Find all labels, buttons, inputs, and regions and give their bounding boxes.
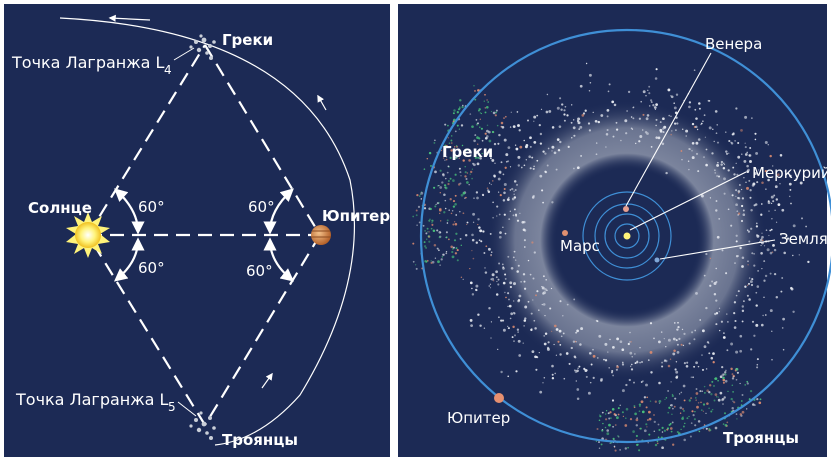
angle-label-1: 60° [138, 198, 165, 216]
l5-subscript: 5 [168, 400, 176, 414]
l5-label: Точка Лагранжа L [15, 390, 169, 409]
left-panel: Солнце Юпитер Греки Троянцы Точка Лагран… [4, 4, 390, 457]
greeks-cluster-left [189, 34, 216, 60]
trojans-label-right: Троянцы [723, 429, 799, 447]
trojans-label-left: Троянцы [222, 431, 298, 449]
greeks-label-right: Греки [442, 143, 493, 161]
right-panel: Венера Меркурий Земля Марс Юпитер Греки … [398, 4, 831, 457]
l4-subscript: 4 [164, 63, 172, 77]
asteroid-belt-dots [442, 62, 810, 410]
sun [66, 212, 110, 258]
orbit-arrow-top [108, 14, 151, 22]
angle-label-3: 60° [248, 198, 275, 216]
jupiter-label-left: Юпитер [322, 207, 390, 225]
jupiter-right [494, 393, 504, 403]
pointer-lines [625, 52, 776, 260]
lagrange-rhombus [87, 44, 321, 426]
l4-pointer [173, 47, 195, 61]
orbit-arrow-right [317, 94, 327, 111]
mars [562, 230, 568, 236]
l4-label: Точка Лагранжа L [11, 53, 165, 72]
earth [654, 257, 660, 263]
trojans-cluster-left [189, 411, 216, 440]
venus-label: Венера [705, 35, 762, 53]
jupiter-label-right: Юпитер [447, 409, 510, 427]
jupiter-orbit-arc [59, 17, 355, 446]
sun-right [623, 232, 631, 240]
trojans-swarm [595, 367, 762, 452]
jupiter [311, 225, 331, 245]
jupiter-orbit [419, 28, 831, 444]
mars-label: Марс [560, 237, 600, 255]
sun-label: Солнце [28, 199, 92, 217]
angle-label-2: 60° [138, 259, 165, 277]
venus [623, 206, 629, 212]
l5-pointer [177, 401, 197, 417]
orbit-arrow-bottom [261, 372, 273, 389]
earth-label: Земля [779, 230, 828, 248]
angle-arcs [113, 188, 295, 282]
mercury-label: Меркурий [752, 164, 831, 182]
angle-label-4: 60° [246, 262, 273, 280]
greeks-label-left: Греки [222, 31, 273, 49]
